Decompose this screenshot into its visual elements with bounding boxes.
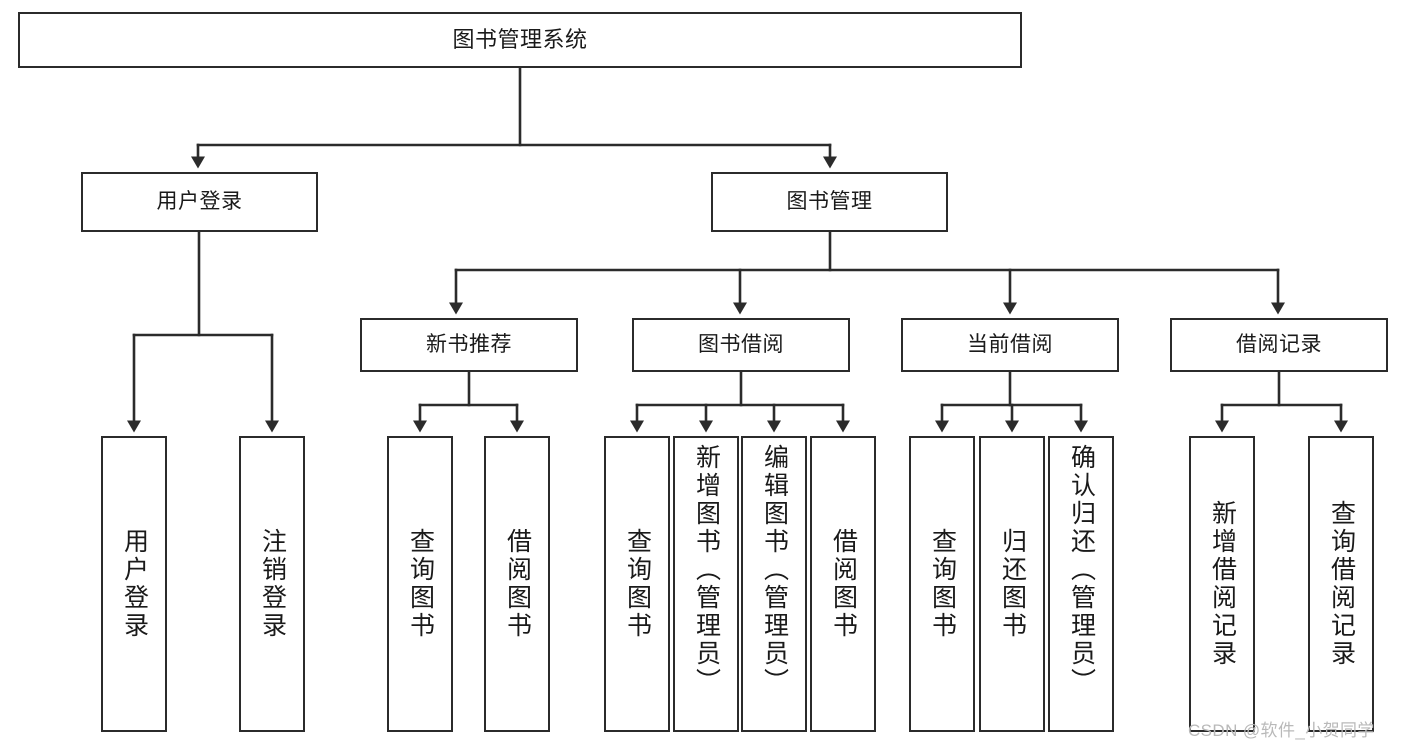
leaf-add-borrow-record-label: 新增借阅记录 (1208, 500, 1237, 668)
leaf-confirm-return-admin-label: 确认归还（管理员） (1067, 444, 1096, 696)
leaf-query-books[interactable]: 查询图书 (604, 436, 670, 732)
node-book-management[interactable]: 图书管理 (711, 172, 948, 232)
leaf-borrow-books[interactable]: 借阅图书 (810, 436, 876, 732)
leaf-borrow-books-rec-label: 借阅图书 (503, 528, 532, 640)
node-current-borrow[interactable]: 当前借阅 (901, 318, 1119, 372)
leaf-logout-label: 注销登录 (258, 528, 287, 640)
leaf-query-borrow-record[interactable]: 查询借阅记录 (1308, 436, 1374, 732)
leaf-query-books-rec[interactable]: 查询图书 (387, 436, 453, 732)
leaf-return-books-label: 归还图书 (998, 528, 1027, 640)
leaf-query-books-current[interactable]: 查询图书 (909, 436, 975, 732)
leaf-confirm-return-admin[interactable]: 确认归还（管理员） (1048, 436, 1114, 732)
leaf-query-books-current-label: 查询图书 (928, 528, 957, 640)
node-borrow-records[interactable]: 借阅记录 (1170, 318, 1388, 372)
leaf-query-books-label: 查询图书 (623, 528, 652, 640)
leaf-query-borrow-record-label: 查询借阅记录 (1327, 500, 1356, 668)
node-book-borrow[interactable]: 图书借阅 (632, 318, 850, 372)
node-new-book-recommend-label: 新书推荐 (426, 332, 512, 356)
node-current-borrow-label: 当前借阅 (967, 332, 1053, 356)
node-root[interactable]: 图书管理系统 (18, 12, 1022, 68)
leaf-return-books[interactable]: 归还图书 (979, 436, 1045, 732)
leaf-add-book-admin[interactable]: 新增图书（管理员） (673, 436, 739, 732)
leaf-logout[interactable]: 注销登录 (239, 436, 305, 732)
node-new-book-recommend[interactable]: 新书推荐 (360, 318, 578, 372)
csdn-watermark: CSDN @软件_小贺同学 (1188, 721, 1375, 740)
node-book-borrow-label: 图书借阅 (698, 332, 784, 356)
leaf-add-book-admin-label: 新增图书（管理员） (692, 444, 721, 696)
node-user-login-label: 用户登录 (156, 189, 243, 213)
leaf-query-books-rec-label: 查询图书 (406, 528, 435, 640)
leaf-user-login-label: 用户登录 (120, 528, 149, 640)
node-book-management-label: 图书管理 (786, 189, 873, 213)
leaf-edit-book-admin[interactable]: 编辑图书（管理员） (741, 436, 807, 732)
node-user-login[interactable]: 用户登录 (81, 172, 318, 232)
leaf-user-login[interactable]: 用户登录 (101, 436, 167, 732)
leaf-borrow-books-rec[interactable]: 借阅图书 (484, 436, 550, 732)
leaf-borrow-books-label: 借阅图书 (829, 528, 858, 640)
leaf-add-borrow-record[interactable]: 新增借阅记录 (1189, 436, 1255, 732)
leaf-edit-book-admin-label: 编辑图书（管理员） (760, 444, 789, 696)
node-root-label: 图书管理系统 (452, 27, 588, 53)
node-borrow-records-label: 借阅记录 (1236, 332, 1322, 356)
